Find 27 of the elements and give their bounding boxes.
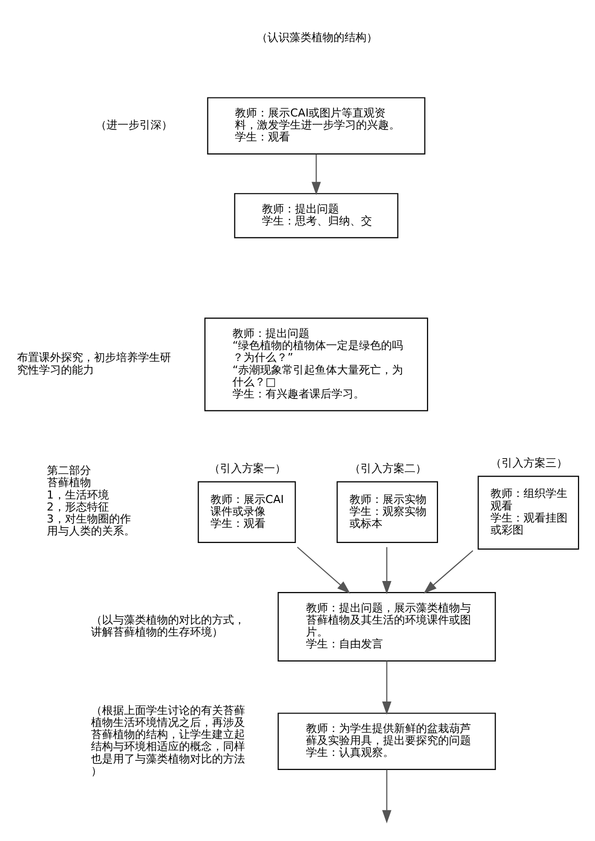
node-label: （以与藻类植物的对比的方式，讲解苔藓植物的生存环境） <box>90 613 245 639</box>
label: 苔藓植物 <box>46 476 91 490</box>
node-box: 教师：为学生提供新鲜的盆栽葫芦藓及实验用具，提出要探究的问题 学生：认真观察。 <box>278 712 496 770</box>
arrow <box>424 550 474 594</box>
node-box: 教师：提出问题 “绿色植物的植物体一定是绿色的吗？为什么？” “赤潮现象常引起鱼体大量死亡，为什么？□ 学生：有兴趣者课后学习。 <box>204 318 428 412</box>
label: 3，对生物圈的作用与人类的关系。 <box>46 512 135 538</box>
arrow <box>312 154 321 196</box>
node-label: （根据上面学生讨论的有关苔藓植物生活环境情况之后，再涉及苔藓植物的结构，让学生建立起结构与环境相适应的概念，同样也是用了与藻类植物对比的方法） <box>90 704 245 778</box>
node-box: 教师：展示CAI课件或录像 学生：观看 <box>198 481 296 543</box>
label: 2，形态特征 <box>46 500 109 514</box>
node-label: （引入方案二） <box>349 462 426 475</box>
arrow <box>296 546 350 594</box>
arrow <box>382 660 392 715</box>
label: （认识藻类植物的结构） <box>256 31 378 44</box>
node-label: （引入方案一） <box>208 462 286 475</box>
node-box: 教师：展示实物 学生：观察实物或标本 <box>336 481 438 543</box>
arrow <box>382 770 392 824</box>
node-box: 教师：提出问题 学生：思考、归纳、交 <box>234 193 398 238</box>
node-label: 布置课外探究，初步培养学生研究性学习的能力 <box>17 351 172 376</box>
node-box: 教师：展示CAI或图片等直观资料，激发学生进一步学习的兴趣。 学生：观看 <box>207 97 426 155</box>
node-box: 教师：组织学生观看 学生：观看挂图或彩图 <box>478 476 580 550</box>
node-label: （引入方案三） <box>490 456 568 470</box>
node-box: 教师：提出问题，展示藻类植物与苔藓植物及其生活的环境课件或图片。 学生：自由发言 <box>278 592 496 662</box>
label: 第二部分 <box>46 464 91 478</box>
arrow <box>382 547 392 594</box>
node-label: （进一步引深） <box>95 118 172 132</box>
label: 1，生活环境 <box>46 488 109 502</box>
